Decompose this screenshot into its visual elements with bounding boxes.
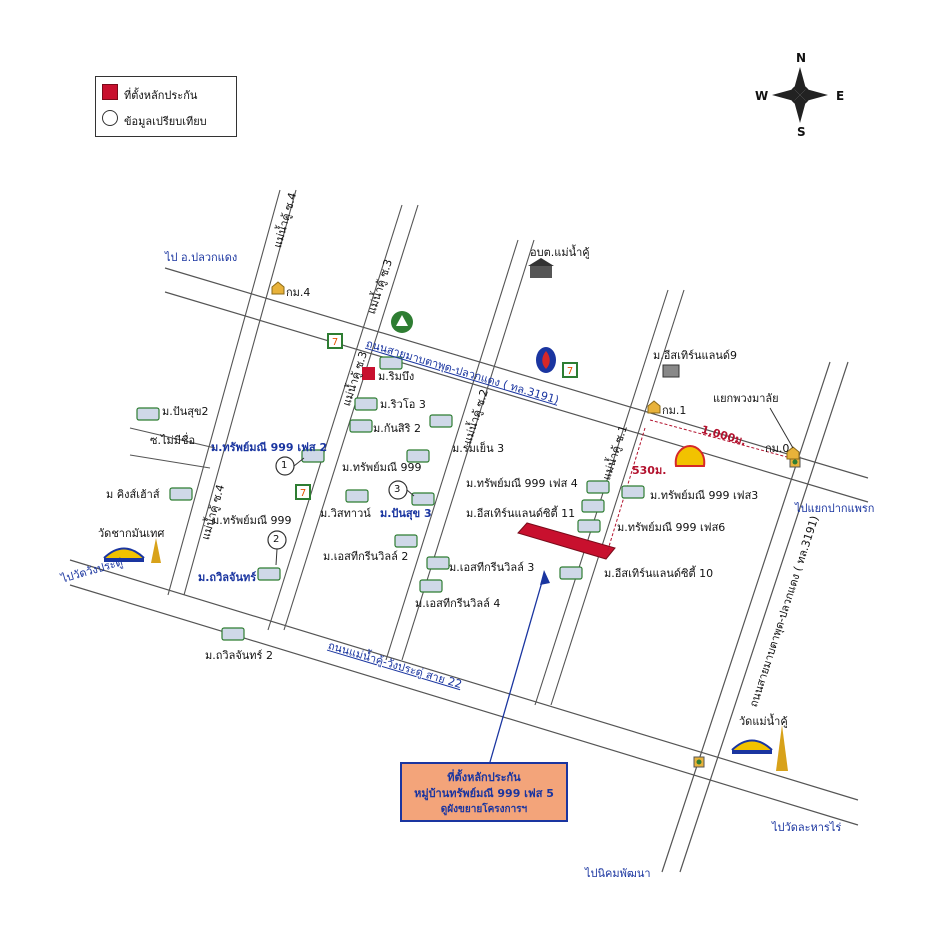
km1-label: กม.1 [662, 404, 687, 417]
village-green4: ม.เอสทีกรีนวิลล์ 4 [415, 597, 501, 610]
road-to-satharos: ไปวัดละหารไร่ [772, 821, 842, 834]
village-kansiri2: ม.กันสิริ 2 [373, 422, 422, 435]
callout-line2: หมู่บ้านทรัพย์มณี 999 เฟส 5 [414, 787, 554, 800]
village-green2: ม.เอสทีกรีนวิลล์ 2 [323, 550, 409, 563]
village-thawilchan: ม.ถวิลจันทร์ [198, 571, 257, 584]
eastern-land-building-icon [662, 364, 680, 378]
compass-rose [772, 67, 828, 123]
wat-maenamkhu-label: วัดแม่น้ำคู้ [739, 715, 788, 728]
svg-text:7: 7 [300, 488, 306, 499]
village-eastern10: ม.อีสเทิร์นแลนด์ซิตี้ 10 [604, 567, 714, 580]
village-thawilchan2: ม.ถวิลจันทร์ 2 [205, 649, 273, 662]
comparison-marker-1: 1 [281, 460, 288, 471]
temple-icon [731, 725, 788, 771]
callout-line1: ที่ตั้งหลักประกัน [447, 771, 521, 784]
soi-maimiue [129, 427, 216, 469]
village-pansuk3: ม.ปันสุข 3 [380, 507, 432, 520]
compass-s: S [797, 125, 806, 139]
km-marker-icon [271, 281, 800, 460]
distance-530m: 530ม. [632, 464, 667, 477]
village-sap-f3: ม.ทรัพย์มณี 999 เฟส3 [650, 489, 759, 502]
rimbueng-icon [362, 367, 375, 380]
km4-label: กม.4 [286, 286, 311, 299]
soi-roads [167, 189, 685, 706]
map-legend: ที่ตั้งหลักประกัน ข้อมูลเปรียบเทียบ [95, 76, 237, 137]
village-green3: ม.เอสทีกรีนวิลล์ 3 [449, 561, 535, 574]
village-sap-f4: ม.ทรัพย์มณี 999 เฟส 4 [466, 477, 578, 490]
village-romyen3: ม.ร่มเย็น 3 [452, 442, 505, 455]
road-to-nikom: ไปนิคมพัฒนา [585, 867, 651, 880]
legend-collateral-label: ที่ตั้งหลักประกัน [124, 89, 198, 102]
comparable-swatch [102, 110, 118, 126]
obt-building-icon [528, 258, 554, 278]
comparison-leader [275, 457, 415, 566]
eastern-land9-label: ม.อีสเทิร์นแลนด์9 [653, 349, 737, 362]
village-rio3: ม.ริวโอ 3 [380, 398, 426, 411]
village-sap999-f2: ม.ทรัพย์มณี 999 เฟส 2 [211, 441, 328, 454]
svg-text:7: 7 [567, 366, 573, 377]
road-to-plaukdaeng: ไป อ.ปลวกแดง [165, 251, 238, 264]
village-sap-f6: ม.ทรัพย์มณี 999 เฟส6 [617, 521, 726, 534]
village-eastern11: ม.อีสเทิร์นแลนด์ซิตี้ 11 [466, 507, 576, 520]
collateral-callout: ที่ตั้งหลักประกัน หมู่บ้านทรัพย์มณี 999 … [400, 762, 568, 822]
bangchak-station-icon [391, 311, 413, 333]
lower-road [69, 559, 859, 826]
ptt-station-icon [536, 347, 556, 373]
village-sap999-mid: ม.ทรัพย์มณี 999 [342, 461, 422, 474]
vertical-highway [661, 361, 849, 873]
village-icon [136, 356, 645, 641]
soi-maimiue-label: ซ.ไม่มีชื่อ [150, 434, 196, 447]
compass-e: E [836, 89, 845, 103]
km0-label: กม.0 [765, 442, 790, 455]
callout-pointer [489, 574, 545, 763]
legend-comparable-label: ข้อมูลเปรียบเทียบ [124, 115, 207, 128]
phuangmalai-label: แยกพวงมาลัย [713, 392, 779, 405]
obt-label: อบต.แม่น้ำคู้ [530, 246, 590, 259]
village-kings: ม คิงส์เฮ้าส์ [106, 488, 160, 501]
collateral-site [517, 522, 616, 560]
shell-station-icon [674, 444, 706, 467]
compass-w: W [755, 89, 769, 103]
village-pansuk2: ม.ปันสุข2 [162, 405, 209, 418]
village-sap999: ม.ทรัพย์มณี 999 [212, 514, 292, 527]
seven-eleven-icon: 7 7 7 [295, 333, 578, 500]
callout-line3: ดูผังขยายโครงการฯ [440, 804, 528, 815]
temple-icon [103, 538, 161, 563]
main-highway [164, 267, 869, 503]
svg-text:7: 7 [332, 337, 338, 348]
village-rimbueng: ม.ริมบึง [378, 370, 415, 383]
wat-chak-label: วัดชากมันเทศ [98, 527, 165, 540]
road-to-pakpraek: ไปแยกปากแพรก [795, 502, 875, 515]
comparison-marker-2: 2 [273, 534, 280, 545]
collateral-swatch [102, 84, 118, 100]
traffic-light-icon [693, 756, 705, 768]
compass-n: N [796, 51, 807, 65]
comparison-marker-3: 3 [394, 484, 401, 495]
village-wisawan: ม.วิสทาวน์ [320, 507, 371, 520]
